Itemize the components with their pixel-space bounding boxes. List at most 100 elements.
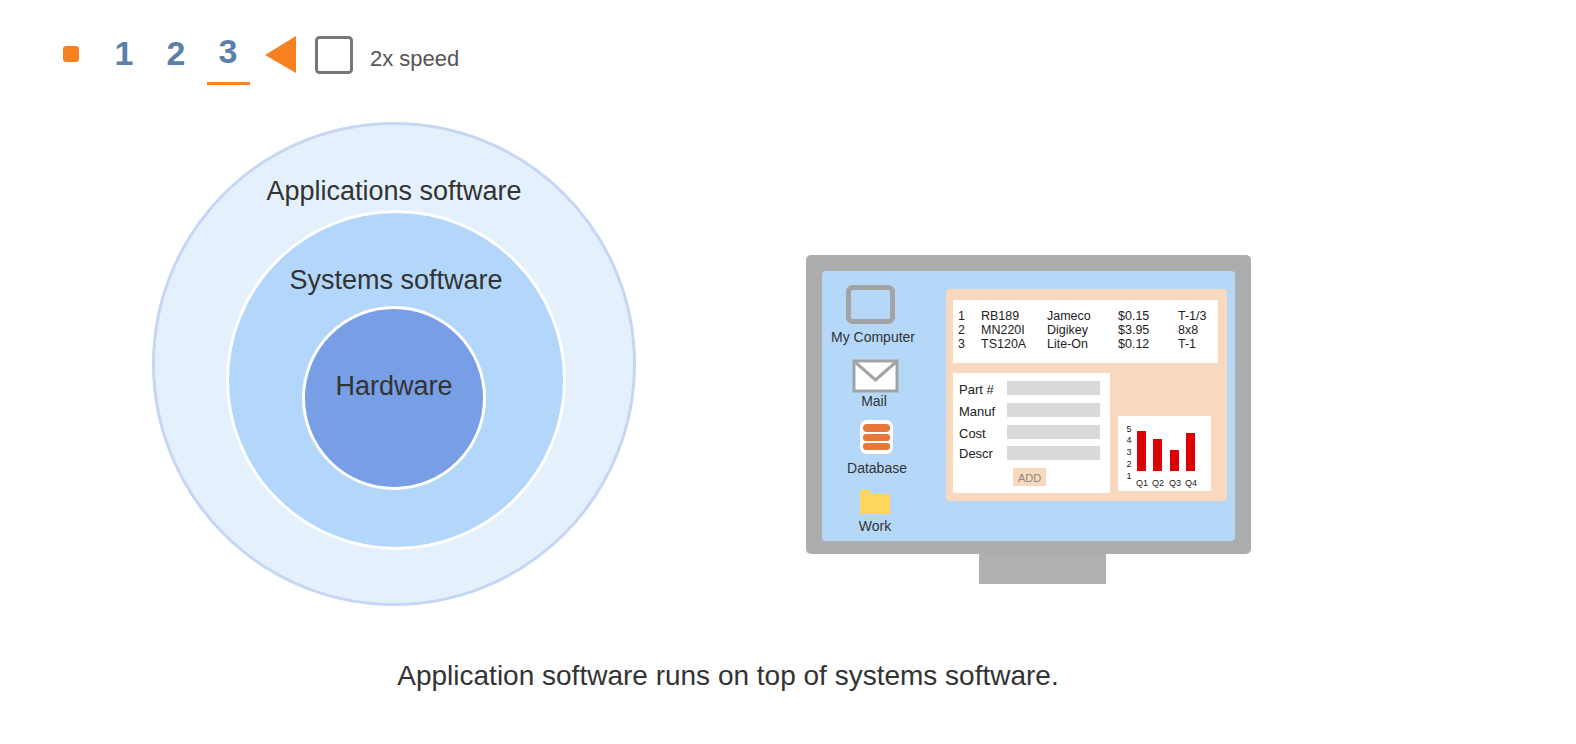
icon-label-holder: Work [859,517,891,535]
chart-panel [1118,416,1211,491]
app-window [946,289,1227,501]
icon-label: Database [847,460,907,476]
icon-label-holder: Database [847,459,907,477]
table-cell: 1 [958,309,965,323]
button-label-holder: ADD [1018,468,1041,486]
form-label-holder: Cost [959,424,986,442]
folder-icon [860,490,890,514]
table-cell-holder: T-1/3 [1178,306,1207,324]
table-cell-holder: 1 [958,306,965,324]
table-panel [953,300,1218,363]
table-cell-holder: 2 [958,320,965,338]
form-label-holder: Part # [959,380,994,398]
circle-shape [228,212,565,549]
table-cell-holder: RB189 [981,306,1019,324]
table-cell-holder: Lite-On [1047,334,1088,352]
axis-tick-holder: 4 [1126,429,1131,447]
table-cell: $0.12 [1118,337,1149,351]
icon-label-holder: Mail [861,392,887,410]
form-panel [953,373,1110,493]
table-cell: Lite-On [1047,337,1088,351]
form-label: Descr [959,447,993,462]
icon-label: Mail [861,393,887,409]
table-cell-holder: $3.95 [1118,320,1149,338]
form-label-holder: Descr [959,444,993,462]
form-label-holder: Manuf [959,402,995,420]
table-cell-holder: T-1 [1178,334,1196,352]
chart-bars [1137,431,1195,471]
table-cell: 8x8 [1178,323,1198,337]
axis-tick: Q3 [1169,478,1181,488]
step-number-holder: 3 [219,32,238,71]
applications-ring: Applications softwareSystems softwareHar… [152,122,636,606]
axis-tick: Q2 [1152,478,1164,488]
layer-label: Hardware [302,370,486,402]
axis-tick-holder: 1 [1126,465,1131,483]
checkbox [317,38,352,73]
form-label: Manuf [959,405,995,420]
step-number: 2 [167,34,186,73]
axis-tick-holder: Q4 [1185,472,1197,490]
axis-tick: 1 [1126,471,1131,481]
form-label: Part # [959,383,994,398]
axis-tick-holder: 2 [1126,453,1131,471]
axis-tick: Q4 [1185,478,1197,488]
table-cell: RB189 [981,309,1019,323]
form-fields [1007,381,1100,460]
systems-ring: Systems softwareHardware [226,210,566,550]
mail-icon [854,361,897,391]
icon-label: My Computer [831,329,915,345]
table-cell-holder: TS120A [981,334,1026,352]
table-cell-holder: $0.15 [1118,306,1149,324]
table-cell-holder: 3 [958,334,965,352]
back-arrow [265,36,296,73]
table-cell: $0.15 [1118,309,1149,323]
table-cell-holder: 8x8 [1178,320,1198,338]
table-cell: T-1 [1178,337,1196,351]
table-cell: $3.95 [1118,323,1149,337]
layer-label: Systems software [226,264,566,296]
stop-button [63,46,79,62]
step-underline [207,82,250,85]
monitor-stand [979,550,1106,584]
monitor-screen [822,271,1235,541]
icon-label-holder: My Computer [831,328,915,346]
axis-tick: Q1 [1136,478,1148,488]
database-icon [860,420,893,454]
axis-tick-holder: Q2 [1152,472,1164,490]
table-cell: Jameco [1047,309,1091,323]
caption: Application software runs on top of syst… [397,660,1058,692]
table-cell-holder: MN220I [981,320,1025,338]
step-number: 3 [219,32,238,71]
step-number-holder: 2 [167,34,186,73]
computer-icon [849,288,893,322]
form-label: Cost [959,427,986,442]
step-number: 1 [115,34,134,73]
table-cell: TS120A [981,337,1026,351]
axis-tick-holder: 3 [1126,441,1131,459]
step-number-holder: 1 [115,34,134,73]
table-cell: Digikey [1047,323,1088,337]
axis-tick: 4 [1126,435,1131,445]
speed-option-holder: 2x speed [370,46,459,71]
add-button [1013,468,1046,486]
table-cell-holder: Digikey [1047,320,1088,338]
axis-tick: 2 [1126,459,1131,469]
table-cell-holder: Jameco [1047,306,1091,324]
table-cell: MN220I [981,323,1025,337]
hardware-core: Hardware [302,306,486,490]
icon-label: Work [859,518,891,534]
table-cell: 3 [958,337,965,351]
axis-tick-holder: Q1 [1136,472,1148,490]
speed-option: 2x speed [370,46,459,71]
axis-tick-holder: Q3 [1169,472,1181,490]
table-cell: T-1/3 [1178,309,1207,323]
axis-tick-holder: 5 [1126,418,1131,436]
button-label: ADD [1018,472,1041,485]
table-cell-holder: $0.12 [1118,334,1149,352]
axis-tick: 5 [1126,424,1131,434]
monitor-frame [806,255,1251,554]
layer-label: Applications software [152,175,636,207]
table-cell: 2 [958,323,965,337]
axis-tick: 3 [1126,447,1131,457]
